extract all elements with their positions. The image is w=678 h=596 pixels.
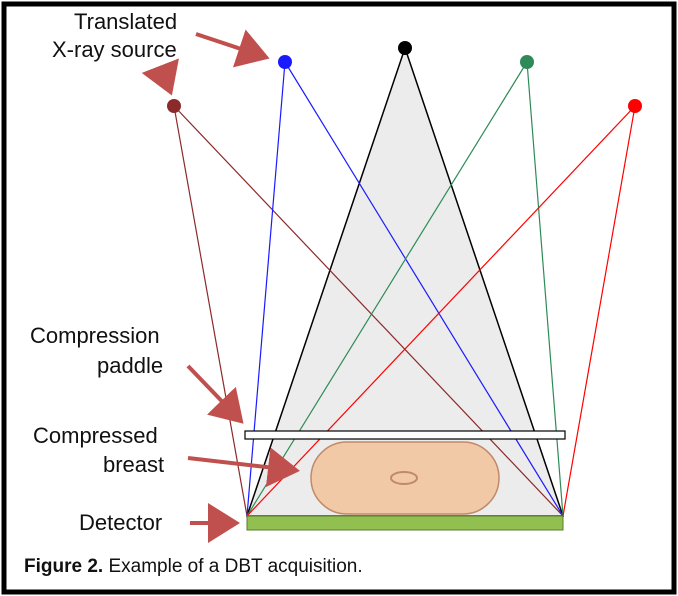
caption-text: Example of a DBT acquisition. [103,556,363,577]
xray-source-green-icon [520,55,534,69]
compression-paddle [244,430,566,440]
arrow-to-blue-source [195,29,270,68]
figure-caption: Figure 2. Example of a DBT acquisition. [24,556,363,578]
label-xray-source: X-ray source [52,37,177,62]
xray-source-brown-icon [167,99,181,113]
compressed-breast [310,441,500,515]
arrow-to-brown-source [141,58,179,96]
detector [246,515,564,531]
label-breast: breast [103,452,165,477]
xray-source-black-icon [398,41,412,55]
xray-source-blue-icon [278,55,292,69]
lesion-marker [390,471,418,485]
beam-green [246,61,564,517]
label-compressed: Compressed [33,423,158,448]
label-compression: Compression [30,323,160,348]
beam-blue [246,61,564,517]
arrow-to-paddle [186,364,244,424]
beam-red [246,105,636,517]
label-detector: Detector [79,510,163,535]
caption-prefix: Figure 2. [24,556,104,577]
label-translated: Translated [74,9,178,34]
label-paddle: paddle [97,353,164,378]
arrow-to-breast [187,447,300,488]
beam-brown [173,105,564,517]
xray-source-red-icon [628,99,642,113]
